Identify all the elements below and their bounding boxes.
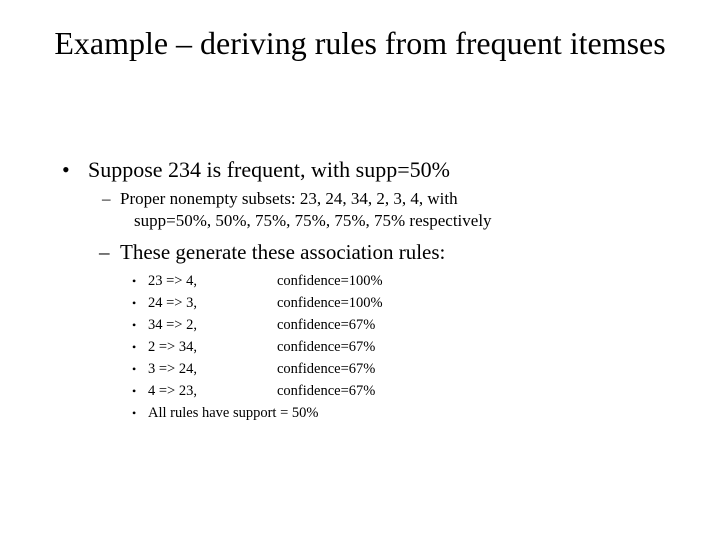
bullet-dot-icon: • [132,296,137,310]
rules-support-summary: All rules have support = 50% [148,405,319,421]
bullet-level2-subsets-line2: supp=50%, 50%, 75%, 75%, 75%, 75% respec… [134,211,492,230]
rule-expression: 4 => 23, [148,383,197,399]
list-item: • 34 => 2, confidence=67% [0,314,720,336]
rule-confidence: confidence=100% [277,295,383,311]
bullet-level2-subsets: – Proper nonempty subsets: 23, 24, 34, 2… [0,188,720,232]
list-item: • 4 => 23, confidence=67% [0,380,720,402]
bullet-dot-icon: • [132,406,137,420]
rule-confidence: confidence=100% [277,273,383,289]
rule-confidence: confidence=67% [277,317,376,333]
rule-confidence: confidence=67% [277,339,376,355]
list-item-summary: • All rules have support = 50% [0,402,720,424]
bullet-dash-icon: – [99,240,110,264]
rule-expression: 24 => 3, [148,295,197,311]
bullet-level1-label: Suppose 234 is frequent, with supp=50% [88,157,450,182]
bullet-level1-suppose: • Suppose 234 is frequent, with supp=50% [0,155,720,184]
bullet-dot-icon: • [62,157,70,182]
bullet-dot-icon: • [132,362,137,376]
slide-body: • Suppose 234 is frequent, with supp=50%… [0,155,720,424]
bullet-dot-icon: • [132,384,137,398]
rule-expression: 34 => 2, [148,317,197,333]
bullet-dash-icon: – [102,189,111,208]
bullet-dot-icon: • [132,318,137,332]
rule-expression: 2 => 34, [148,339,197,355]
rule-expression: 3 => 24, [148,361,197,377]
bullet-dot-icon: • [132,274,137,288]
bullet-level2-generate: – These generate these association rules… [0,238,720,266]
bullet-level2-generate-label: These generate these association rules: [120,240,446,264]
page-title: Example – deriving rules from frequent i… [54,25,666,61]
bullet-level2-subsets-line1: Proper nonempty subsets: 23, 24, 34, 2, … [120,189,458,208]
list-item: • 23 => 4, confidence=100% [0,270,720,292]
rules-list: • 23 => 4, confidence=100% • 24 => 3, co… [0,270,720,424]
rule-confidence: confidence=67% [277,383,376,399]
list-item: • 3 => 24, confidence=67% [0,358,720,380]
rule-expression: 23 => 4, [148,273,197,289]
list-item: • 24 => 3, confidence=100% [0,292,720,314]
list-item: • 2 => 34, confidence=67% [0,336,720,358]
rule-confidence: confidence=67% [277,361,376,377]
bullet-dot-icon: • [132,340,137,354]
